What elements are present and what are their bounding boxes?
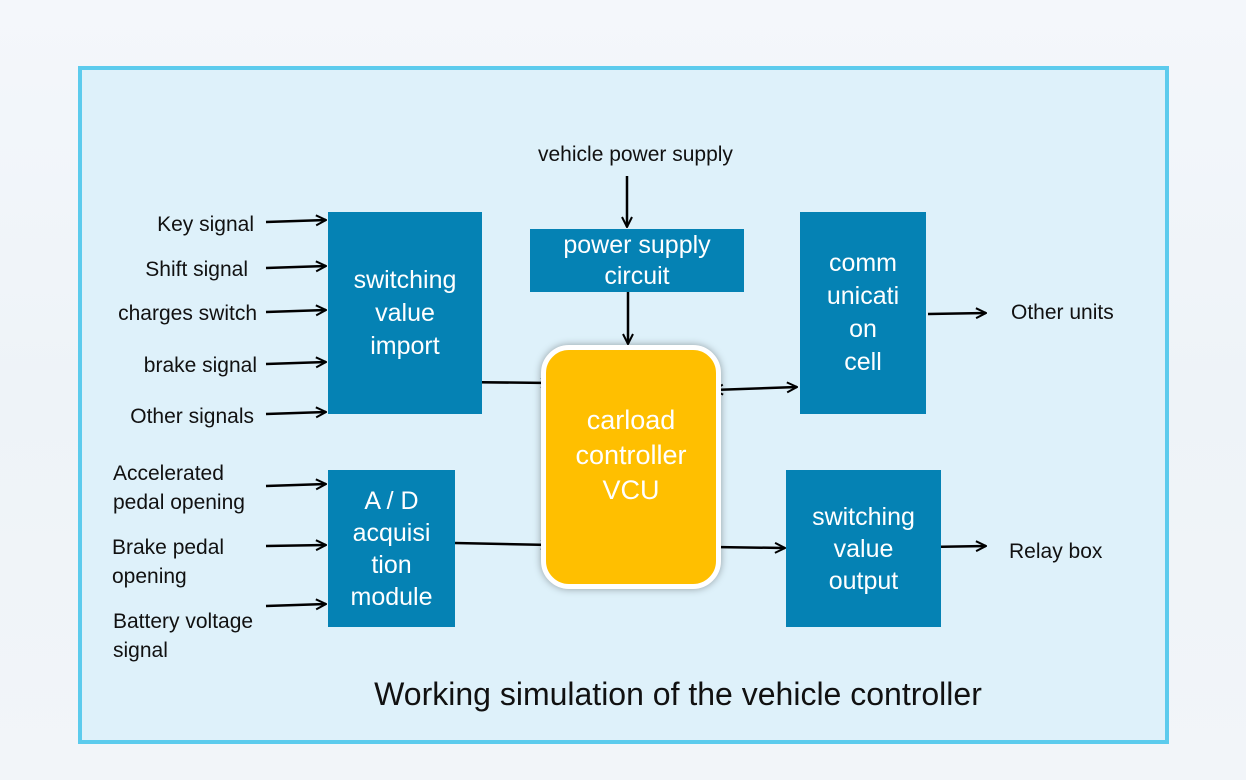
battery-voltage-label: Battery voltage signal xyxy=(113,610,254,662)
brake-signal-label: brake signal xyxy=(143,354,257,377)
charges-switch-label: charges switch xyxy=(118,302,257,325)
brake-pedal-label: Brake pedal opening xyxy=(112,536,225,588)
power-supply-circuit-box: power supply circuit xyxy=(530,229,744,292)
other-signals-label: Other signals xyxy=(130,405,254,428)
vcu-box: carload controller VCU xyxy=(541,345,721,589)
other-units-label: Other units xyxy=(1011,301,1114,324)
ad-acquisition-module-box: A / D acquisi tion module xyxy=(328,470,455,627)
communication-cell-box: comm unicati on cell xyxy=(800,212,926,414)
diagram-caption: Working simulation of the vehicle contro… xyxy=(374,676,982,712)
vehicle-power-supply-label: vehicle power supply xyxy=(538,143,733,166)
shift-signal-label: Shift signal xyxy=(145,258,248,281)
accelerated-pedal-label: Accelerated pedal opening xyxy=(113,462,245,514)
switching-value-output-box: switching value output xyxy=(786,470,941,627)
key-signal-label: Key signal xyxy=(157,213,254,236)
relay-box-label: Relay box xyxy=(1009,540,1103,563)
switching-value-import-box: switching value import xyxy=(328,212,482,414)
